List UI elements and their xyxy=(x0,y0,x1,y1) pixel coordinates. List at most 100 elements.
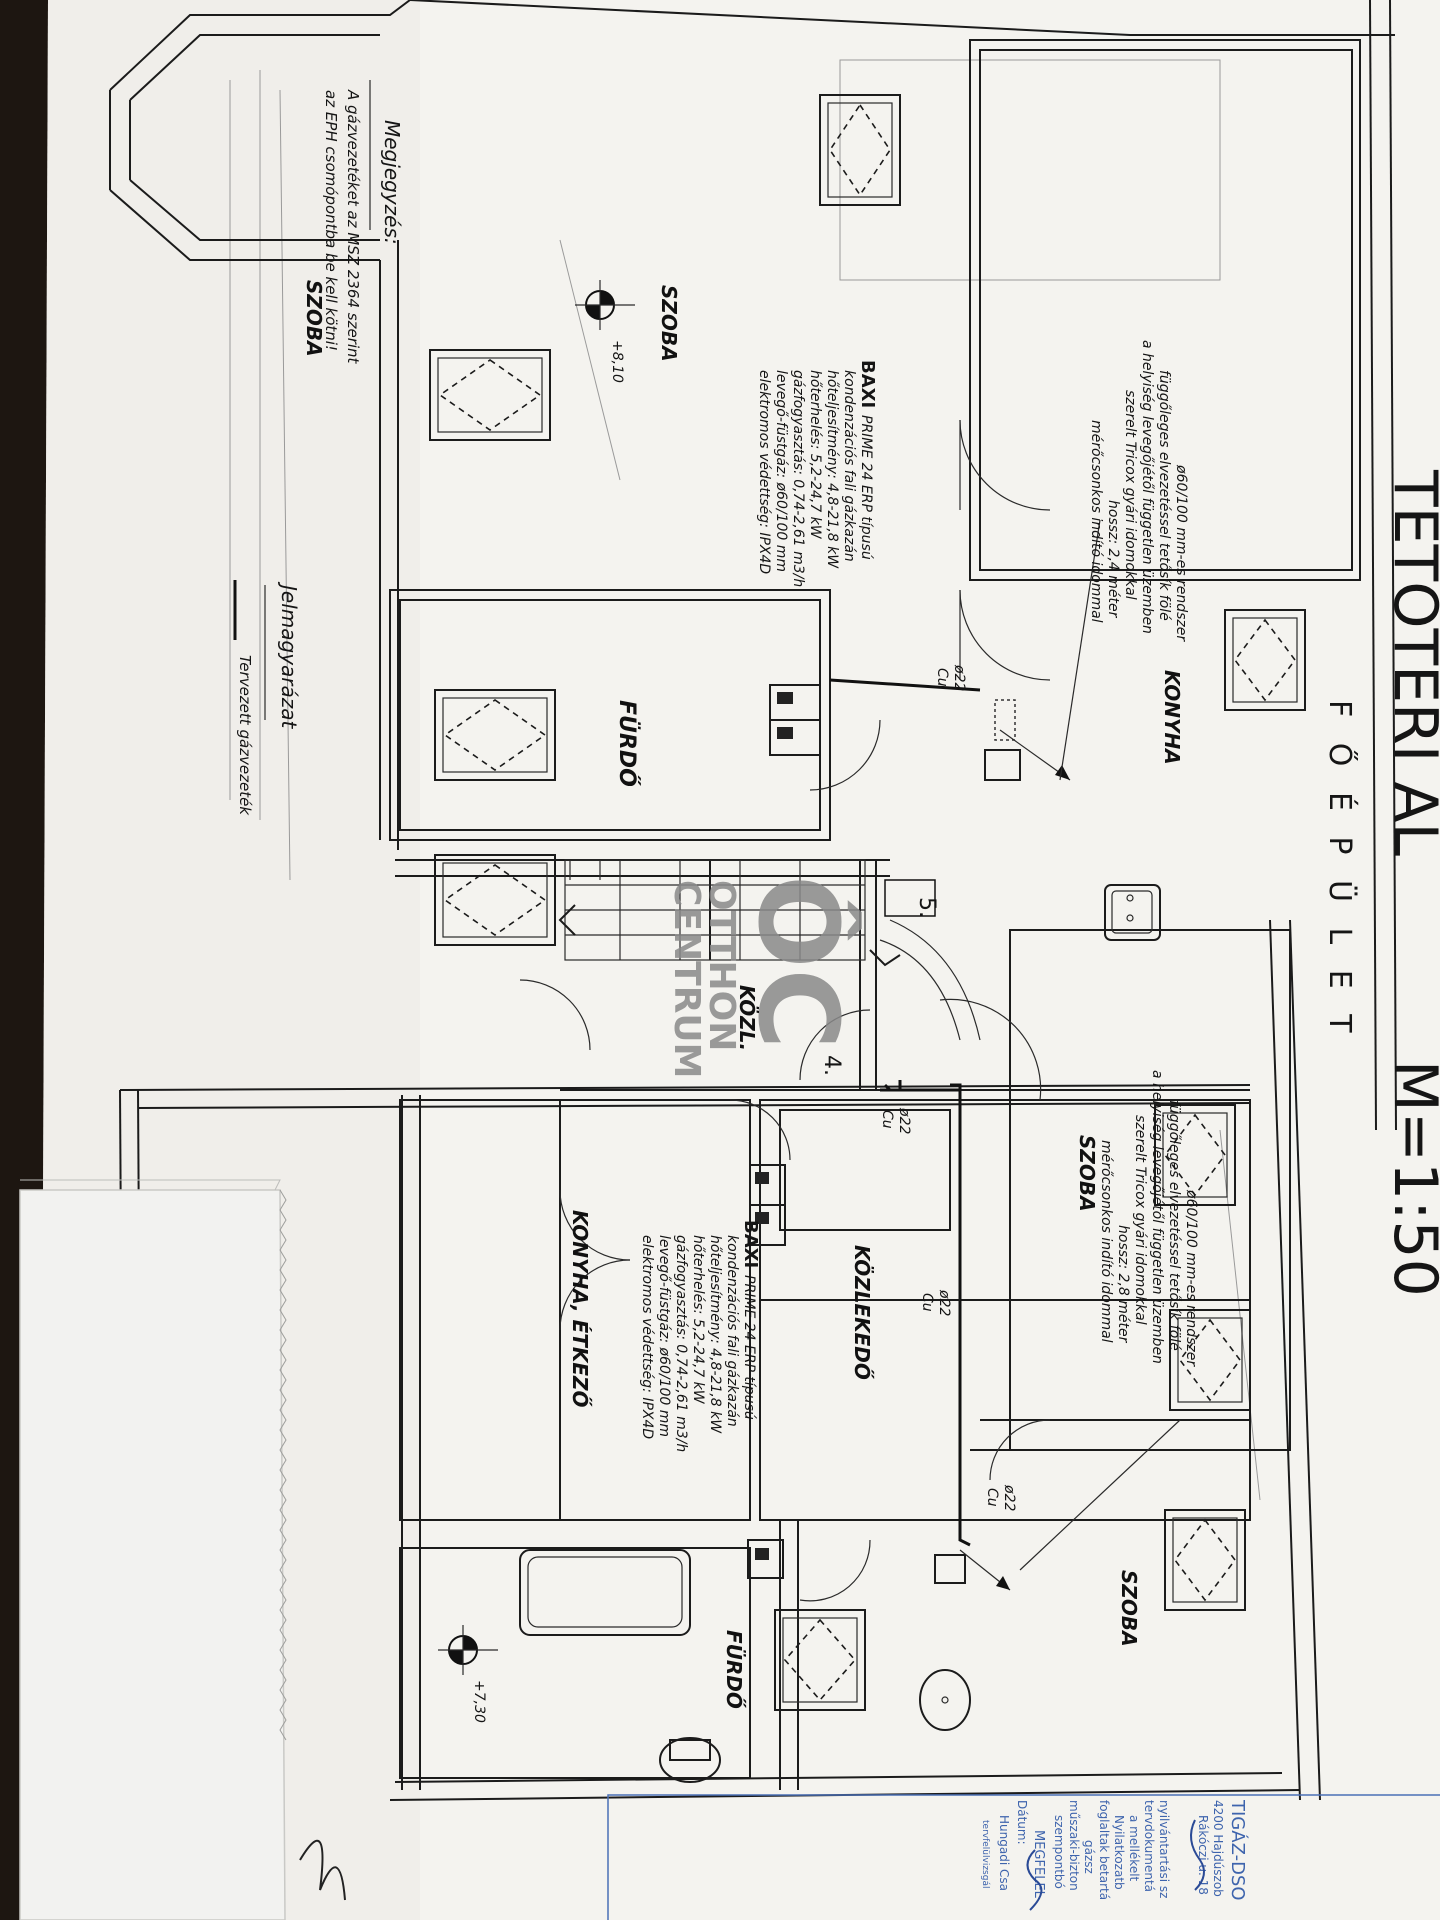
stamp-line12: MEGFELEL xyxy=(1031,1830,1046,1899)
boiler-units xyxy=(747,684,1021,1584)
window-9 xyxy=(774,1609,866,1711)
room-kozl: KÖZL. xyxy=(735,985,759,1051)
boiler-right-line4: gázfogyasztás: 0,74-2,61 m3/h xyxy=(673,1235,689,1452)
flue-right-line3: a helyiség levegőjétől független üzemben xyxy=(1149,1070,1165,1364)
pipe-unit-3: Cu xyxy=(919,1293,935,1312)
door-arc-8 xyxy=(799,1539,871,1602)
stamp-line6: a mellékelt xyxy=(1127,1815,1141,1882)
boiler-left-line4: gázfogyasztás: 0,74-2,61 m3/h xyxy=(790,370,806,587)
note-heading: Megjegyzés: xyxy=(380,120,404,245)
flue-left-line6: mérőcsonkos indító idommal xyxy=(1088,420,1104,623)
boiler-left-line5: levegő-füstgáz: ø60/100 mm xyxy=(773,370,789,572)
bathtub xyxy=(519,1549,691,1636)
pipe-label-2: ø22 xyxy=(896,1107,912,1134)
level-right-label: +7,30 xyxy=(471,1680,487,1723)
boiler-description-right: BAXI PRIME 24 ERP típusú kondenzációs fa… xyxy=(639,1220,761,1452)
stamp-line11: szempontbó xyxy=(1052,1815,1066,1889)
door-arc-11 xyxy=(519,979,591,1051)
pipe-unit-1: Cu xyxy=(934,668,950,687)
stair-label-box xyxy=(884,879,936,917)
watermark-line2: CENTRUM xyxy=(666,880,707,1078)
window-1 xyxy=(819,94,901,206)
door-arc-5 xyxy=(799,1009,871,1081)
basin xyxy=(919,1669,971,1731)
stamp-signature-2 xyxy=(1026,1849,1043,1911)
flue-right-line6: mérőcsonkos indító idommal xyxy=(1098,1140,1114,1343)
stamp-line8: foglaltak betartá xyxy=(1097,1800,1111,1900)
door-arc-3 xyxy=(809,719,881,791)
header-scale-fragment: M=1:50 xyxy=(1380,1060,1440,1297)
note-line2: az EPH csomópontba be kell kötni! xyxy=(322,90,340,351)
windows xyxy=(429,94,1306,1711)
flue-right-line4: szerelt Tricox gyári idomokkal xyxy=(1132,1115,1148,1325)
stamp-line2: 4200 Hajdúszob xyxy=(1211,1800,1225,1897)
stamp-line1: TIGÁZ-DSO xyxy=(1227,1799,1249,1901)
level-marker-left xyxy=(575,280,635,330)
door-arc-4 xyxy=(939,998,1042,1101)
boiler-left-line1: kondenzációs fali gázkazán xyxy=(841,370,857,562)
boiler-left-line6: elektromos védettség: IPX4D xyxy=(756,370,772,574)
boiler-right-line5: levegő-füstgáz: ø60/100 mm xyxy=(656,1235,672,1437)
stair-label-5: 5. xyxy=(914,897,939,918)
flue-left-line2: függőleges elvezetéssel tetősík fölé xyxy=(1156,370,1172,621)
legend-title: Jelmagyarázat xyxy=(277,581,301,730)
window-6 xyxy=(434,854,556,946)
door-arc-10 xyxy=(559,1259,631,1331)
boiler-right-line2: hőteljesítmény: 4,8-21,8 kW xyxy=(707,1235,723,1434)
stairs xyxy=(558,859,981,1041)
window-2 xyxy=(429,349,551,441)
window-7 xyxy=(1169,1309,1251,1411)
flue-left-line1: ø60/100 mm-es rendszer xyxy=(1173,464,1189,642)
pipe-label-1: ø22 xyxy=(951,664,967,691)
doors xyxy=(519,419,1051,1602)
room-szoba-bottom-right: SZOBA xyxy=(1117,1570,1141,1647)
boiler-description-left: BAXI PRIME 24 ERP típusú kondenzációs fa… xyxy=(756,360,878,587)
stamp-signature-1 xyxy=(1190,1819,1205,1891)
stamp-line14: Hungadi Csa xyxy=(997,1815,1011,1891)
window-3 xyxy=(1224,609,1306,711)
boiler-left-brand: BAXI xyxy=(857,360,878,408)
stamp-line13: Dátum: xyxy=(1015,1800,1029,1845)
toilet xyxy=(659,1737,721,1783)
pipe-unit-2: Cu xyxy=(879,1110,895,1129)
stamp-line4: nyilvántartási sz xyxy=(1157,1800,1171,1898)
stamp-line9: gázsz xyxy=(1082,1840,1096,1874)
pipe-label-4: ø22 xyxy=(1001,1484,1017,1511)
note-line1: A gázvezetéket az MSZ 2364 szerint xyxy=(344,89,362,365)
watermark-line1: OTTHON xyxy=(701,880,742,1051)
flue-right-line1: ø60/100 mm-es rendszer xyxy=(1183,1189,1199,1367)
door-arc-1 xyxy=(959,419,1051,511)
boiler-right-line3: hőterhelés: 5,2-24,7 kW xyxy=(690,1235,706,1405)
room-szoba-left: SZOBA xyxy=(657,285,681,362)
flue-left-line3: a helyiség levegőjétől független üzemben xyxy=(1139,340,1155,634)
flue-right-line2: függőleges elvezetéssel tetősík fölé xyxy=(1166,1100,1182,1351)
room-szoba-top-left: SZOBA xyxy=(302,280,326,357)
stamp-line7: Nyilatkozatb xyxy=(1112,1815,1126,1890)
stamp-line3: Rákóczi u. 18 xyxy=(1196,1815,1210,1895)
stamp-line5: tervdokumentá xyxy=(1142,1800,1156,1892)
window-8 xyxy=(1164,1509,1246,1611)
legend-item: Tervezett gázvezeték xyxy=(236,655,254,816)
pipe-label-3: ø22 xyxy=(936,1289,952,1316)
room-szoba-right: SZOBA xyxy=(1075,1135,1099,1212)
boiler-left-line2: hőteljesítmény: 4,8-21,8 kW xyxy=(824,370,840,569)
gas-pipes xyxy=(780,519,1181,1591)
door-arc-6 xyxy=(729,1099,791,1161)
tigaz-stamp: TIGÁZ-DSO 4200 Hajdúszob Rákóczi u. 18 n… xyxy=(607,1794,1440,1920)
otthon-centrum-watermark: ÔC OTTHON CENTRUM xyxy=(666,875,862,1078)
room-konyha: KONYHA xyxy=(1160,670,1184,765)
room-konyha-etkezo: KONYHA, ÉTKEZŐ xyxy=(568,1210,592,1408)
room-furdo-left: FÜRDŐ xyxy=(614,700,640,787)
door-arc-2 xyxy=(959,589,1051,681)
boiler-right-line6: elektromos védettség: IPX4D xyxy=(639,1235,655,1439)
building-label: F Ő É P Ü L E T xyxy=(1322,700,1359,1041)
window-5 xyxy=(1154,1104,1236,1206)
stamp-line15: tervfelülvizsgál xyxy=(980,1820,990,1888)
level-left-label: +8,10 xyxy=(609,340,625,383)
boiler-right-brand: BAXI xyxy=(740,1220,761,1268)
window-4 xyxy=(434,689,556,781)
room-furdo-right: FÜRDŐ xyxy=(722,1630,746,1709)
flue-left-line4: szerelt Tricox gyári idomokkal xyxy=(1122,390,1138,600)
